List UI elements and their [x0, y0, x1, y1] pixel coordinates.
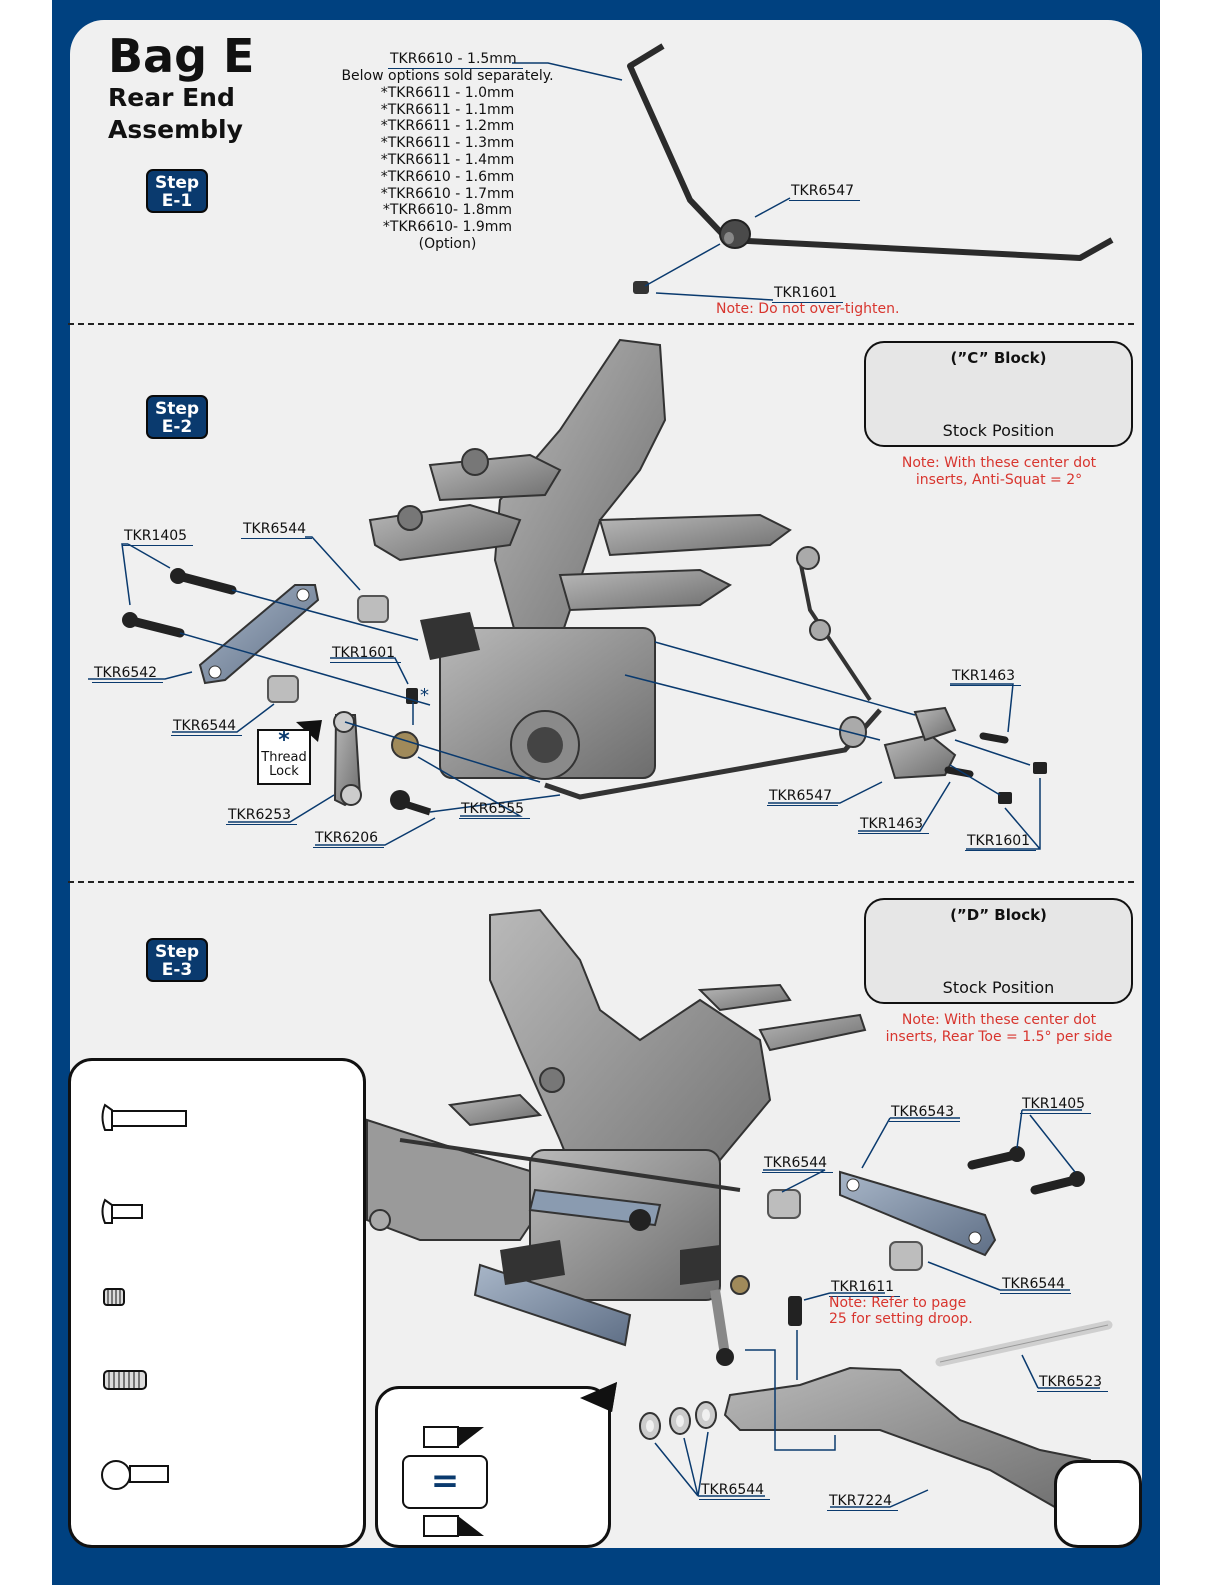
- option-item: *TKR6611 - 1.4mm: [380, 151, 515, 168]
- equals-symbol: =: [402, 1455, 488, 1509]
- part-label: TKR1611: [829, 1279, 901, 1297]
- option-item: *TKR6611 - 1.1mm: [380, 101, 515, 118]
- section-divider: [68, 881, 1134, 883]
- c-block-caption: Stock Position: [942, 421, 1055, 440]
- page-title: Bag E: [108, 29, 255, 83]
- part-label: TKR6547: [767, 788, 839, 806]
- part-label: TKR1463: [950, 668, 1022, 686]
- step2-parts: [122, 546, 1047, 816]
- symbol-legend-panel: =: [375, 1386, 611, 1548]
- part-label-antiroll-bar: TKR6610 - 1.5mm: [388, 51, 523, 69]
- note-do-not-overtighten: Note: Do not over-tighten.: [716, 301, 900, 317]
- part-label: TKR6253: [226, 807, 298, 825]
- part-label: TKR1405: [122, 528, 194, 546]
- option-item: *TKR6610 - 1.6mm: [380, 168, 515, 185]
- rear-chassis-assembly: [366, 908, 867, 1366]
- option-item: *TKR6610- 1.9mm: [382, 219, 513, 236]
- option-item: *TKR6610- 1.8mm: [382, 202, 513, 219]
- c-block-panel: (”C” Block) Stock Position: [864, 341, 1133, 447]
- part-label: TKR1405: [1020, 1096, 1092, 1114]
- rear-toe-note: Note: With these center dot inserts, Rea…: [885, 1012, 1113, 1045]
- hardware-legend-panel: [68, 1058, 366, 1548]
- page-number-box: [1054, 1460, 1142, 1548]
- part-label: TKR1463: [858, 816, 930, 834]
- thread-lock-marker: *: [420, 685, 429, 706]
- option-item: *TKR6611 - 1.0mm: [380, 84, 515, 101]
- d-block-title: (”D” Block): [950, 906, 1047, 924]
- anti-roll-bar: [627, 43, 1114, 294]
- option-item: *TKR6611 - 1.2mm: [380, 118, 515, 135]
- step3-leaders: [654, 1109, 1100, 1508]
- part-label: TKR6542: [92, 665, 164, 683]
- thread-lock-legend: * Thread Lock: [257, 729, 311, 785]
- c-block-title: (”C” Block): [950, 349, 1047, 367]
- rear-gearbox-assembly: [368, 338, 792, 780]
- d-block-panel: (”D” Block) Stock Position: [864, 898, 1133, 1004]
- step2-leaders: [88, 536, 1041, 850]
- part-label: TKR6544: [1000, 1276, 1072, 1294]
- option-item: *TKR6611 - 1.3mm: [380, 135, 515, 152]
- part-label: TKR6523: [1037, 1374, 1109, 1392]
- droop-note-line2: 25 for setting droop.: [829, 1311, 973, 1327]
- part-label: TKR6544: [762, 1155, 834, 1173]
- part-label: TKR6544: [699, 1482, 771, 1500]
- options-intro: Below options sold separately.: [341, 68, 554, 84]
- page-subtitle-line2: Assembly: [108, 115, 243, 144]
- step3-parts: [639, 1146, 1113, 1512]
- anti-squat-note: Note: With these center dot inserts, Ant…: [901, 455, 1097, 488]
- part-label-mount: TKR6547: [789, 183, 861, 201]
- part-label: TKR1601: [965, 833, 1037, 851]
- part-label: TKR1601: [330, 645, 402, 663]
- antiroll-bar-options: Below options sold separately. *TKR6611 …: [330, 68, 565, 253]
- part-label: TKR6206: [313, 830, 385, 848]
- options-note: (Option): [418, 235, 477, 252]
- part-label-set-screw: TKR1601: [772, 285, 844, 303]
- part-label: TKR6544: [171, 718, 243, 736]
- part-label: TKR7224: [827, 1493, 899, 1511]
- part-label: TKR6555: [459, 801, 531, 819]
- option-item: *TKR6610 - 1.7mm: [380, 185, 515, 202]
- page-subtitle-line1: Rear End: [108, 83, 235, 112]
- d-block-caption: Stock Position: [942, 978, 1055, 997]
- part-label: TKR6544: [241, 521, 313, 539]
- part-label: TKR6543: [889, 1104, 961, 1122]
- droop-note-line1: Note: Refer to page: [829, 1295, 967, 1311]
- step1-leaders: [512, 62, 791, 301]
- section-divider: [68, 323, 1134, 325]
